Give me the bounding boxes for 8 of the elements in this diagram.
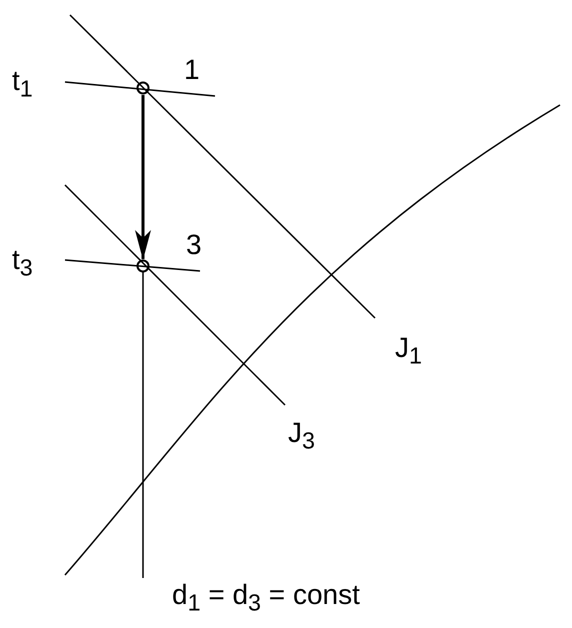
point-number: 1 — [184, 55, 200, 85]
line-label: J$_{3}$ — [288, 418, 315, 456]
arrow — [135, 95, 151, 260]
time-label: t$_{1}$ — [12, 66, 33, 104]
equation-text: d$_{1}$ = d$_{3}$ = const — [172, 580, 360, 618]
line-label: J$_{1}$ — [395, 333, 422, 371]
time-label: t$_{3}$ — [12, 245, 33, 283]
point-number: 3 — [186, 230, 202, 260]
